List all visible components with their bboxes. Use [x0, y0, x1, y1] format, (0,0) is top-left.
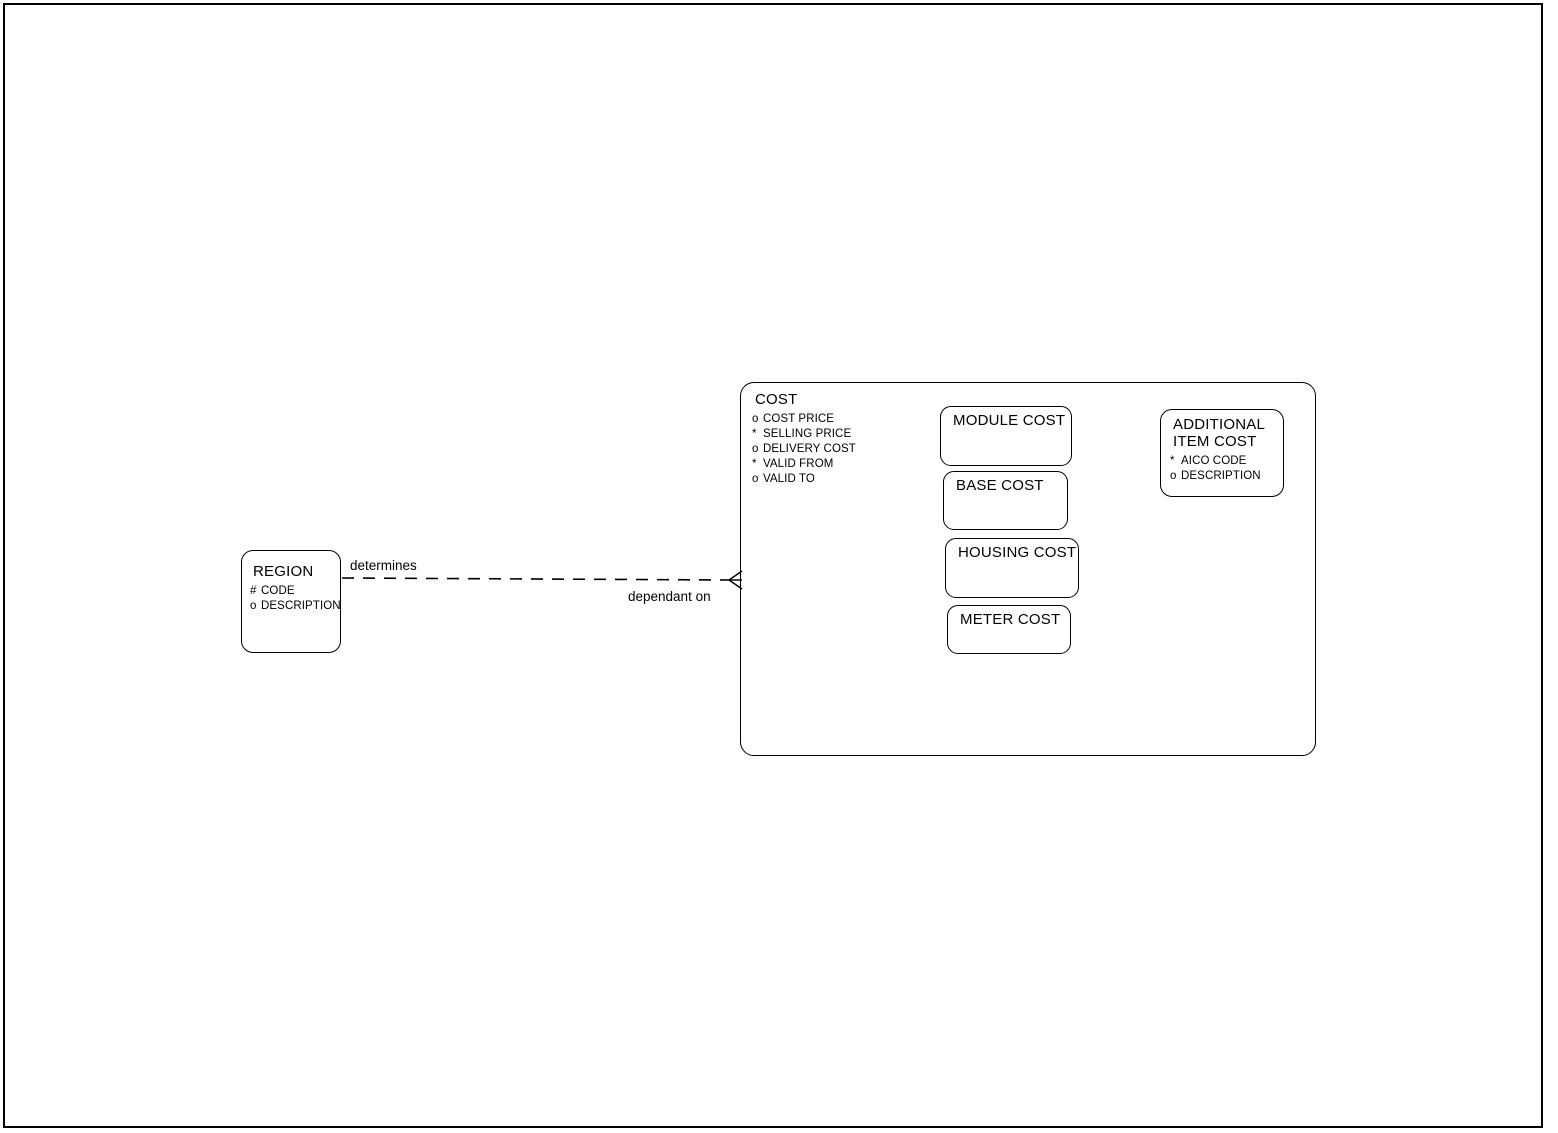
attribute-name: COST PRICE — [763, 413, 835, 425]
attribute-row: # CODE — [250, 584, 340, 599]
attribute-row: o DELIVERY COST — [752, 442, 856, 457]
attribute-marker: o — [250, 600, 257, 612]
attribute-marker: * — [752, 428, 757, 440]
entity-additional-item-cost-attribute-list: * AICO CODE o DESCRIPTION — [1170, 454, 1261, 484]
entity-cost-title: COST — [755, 391, 798, 408]
entity-base-cost-title: BASE COST — [956, 477, 1044, 494]
attribute-marker: * — [752, 458, 757, 470]
entity-base-cost[interactable]: BASE COST — [943, 471, 1068, 530]
entity-meter-cost[interactable]: METER COST — [947, 605, 1071, 654]
entity-region-title: REGION — [253, 563, 314, 580]
attribute-row: o DESCRIPTION — [250, 599, 341, 614]
attribute-name: DESCRIPTION — [261, 600, 341, 612]
attribute-marker: * — [1170, 455, 1175, 467]
attribute-name: AICO CODE — [1181, 455, 1247, 467]
attribute-marker: o — [752, 413, 759, 425]
attribute-name: DELIVERY COST — [763, 443, 856, 455]
attribute-marker: o — [752, 443, 759, 455]
page-frame-border — [3, 3, 1543, 1128]
attribute-marker: o — [752, 473, 759, 485]
entity-module-cost-title: MODULE COST — [953, 412, 1066, 429]
attribute-row: * SELLING PRICE — [752, 427, 856, 442]
attribute-row: o DESCRIPTION — [1170, 469, 1261, 484]
entity-title-line-1: ADDITIONAL — [1173, 416, 1266, 433]
relationship-label-determines: determines — [350, 558, 417, 573]
attribute-row: o VALID TO — [752, 472, 856, 487]
attribute-name: DESCRIPTION — [1181, 470, 1261, 482]
attribute-name: SELLING PRICE — [763, 428, 852, 440]
entity-region[interactable]: REGION # CODE o DESCRIPTION — [241, 550, 341, 653]
attribute-row: * AICO CODE — [1170, 454, 1261, 469]
entity-additional-item-cost-title: ADDITIONAL ITEM COST — [1173, 416, 1265, 450]
relationship-label-dependant-on: dependant on — [628, 589, 711, 604]
attribute-row: * VALID FROM — [752, 457, 856, 472]
attribute-row: o COST PRICE — [752, 412, 856, 427]
entity-additional-item-cost[interactable]: ADDITIONAL ITEM COST * AICO CODE o DESCRIP… — [1160, 409, 1284, 497]
attribute-marker: o — [1170, 470, 1177, 482]
attribute-name: VALID TO — [763, 473, 815, 485]
entity-housing-cost-title: HOUSING COST — [958, 544, 1077, 561]
entity-region-attribute-list: # CODE o DESCRIPTION — [250, 584, 341, 614]
attribute-name: VALID FROM — [763, 458, 834, 470]
attribute-name: CODE — [261, 585, 295, 597]
attribute-marker: # — [250, 585, 257, 597]
entity-module-cost[interactable]: MODULE COST — [940, 406, 1072, 466]
entity-meter-cost-title: METER COST — [960, 611, 1061, 628]
entity-title-line-2: ITEM COST — [1173, 433, 1257, 450]
entity-housing-cost[interactable]: HOUSING COST — [945, 538, 1079, 598]
